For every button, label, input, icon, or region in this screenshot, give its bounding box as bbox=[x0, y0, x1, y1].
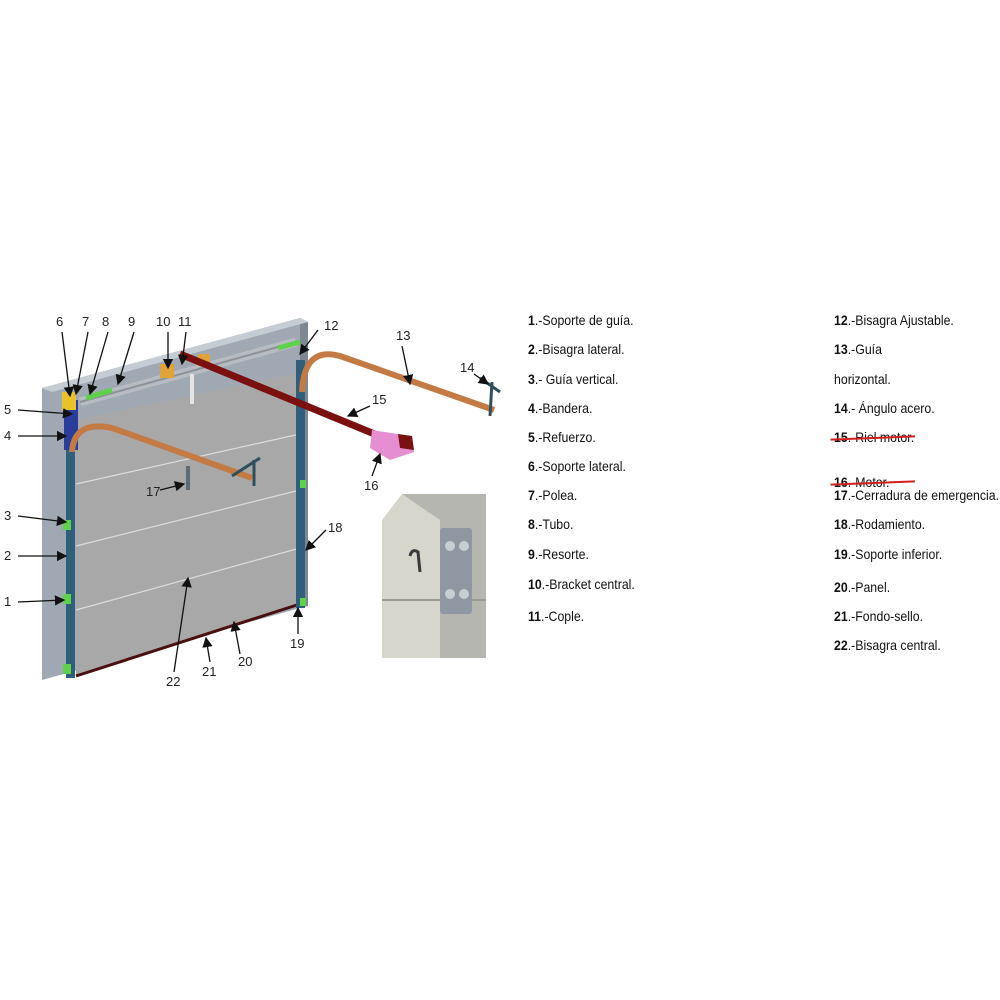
callout-1: 1 bbox=[4, 594, 11, 609]
legend-item-12: 12.-Bisagra Ajustable. bbox=[834, 312, 954, 328]
callout-7: 7 bbox=[82, 314, 89, 329]
legend-item-17: 17.-Cerradura de emergencia. bbox=[834, 487, 1000, 503]
legend-item-21: 21.-Fondo-sello. bbox=[834, 608, 924, 624]
callout-10: 10 bbox=[156, 314, 170, 329]
callout-3: 3 bbox=[4, 508, 11, 523]
callout-2: 2 bbox=[4, 548, 11, 563]
legend-item-6: 6.-Soporte lateral. bbox=[528, 458, 626, 474]
callout-19: 19 bbox=[290, 636, 304, 651]
legend-item-13-cont: horizontal. bbox=[834, 371, 891, 387]
legend-right: 12.-Bisagra Ajustable. 13.-Guía horizont… bbox=[0, 0, 1000, 653]
legend-item-13: 13.-Guía bbox=[834, 341, 882, 357]
legend-item-22: 22.-Bisagra central. bbox=[834, 637, 941, 653]
door-panel bbox=[75, 372, 301, 678]
legend-item-3: 3.- Guía vertical. bbox=[528, 371, 619, 387]
legend-item-7: 7.-Polea. bbox=[528, 487, 578, 503]
legend-item-5: 5.-Refuerzo. bbox=[528, 429, 596, 445]
legend-item-18: 18.-Rodamiento. bbox=[834, 516, 926, 532]
legend-item-15: 15.-Riel motor. bbox=[830, 429, 1000, 445]
legend-item-11: 11.-Cople. bbox=[528, 608, 585, 624]
legend-item-9: 9.-Resorte. bbox=[528, 546, 589, 562]
legend-item-14: 14.- Ángulo acero. bbox=[834, 400, 935, 416]
callout-11: 11 bbox=[178, 314, 192, 329]
callout-6: 6 bbox=[56, 314, 63, 329]
legend-item-20: 20.-Panel. bbox=[834, 579, 891, 595]
horizontal-tracks bbox=[69, 351, 501, 486]
emergency-lock bbox=[186, 374, 194, 490]
callout-17: 17 bbox=[146, 484, 160, 499]
callout-18: 18 bbox=[328, 520, 342, 535]
callout-15: 15 bbox=[372, 392, 386, 407]
hinge-detail-inset bbox=[382, 494, 486, 658]
legend-item-4: 4.-Bandera. bbox=[528, 400, 593, 416]
callout-12: 12 bbox=[324, 318, 338, 333]
callout-9: 9 bbox=[128, 314, 135, 329]
legend-item-10: 10.-Bracket central. bbox=[528, 576, 635, 592]
callout-21: 21 bbox=[202, 664, 216, 679]
legend-item-19: 19.-Soporte inferior. bbox=[834, 546, 943, 562]
callout-22: 22 bbox=[166, 674, 180, 689]
callout-arrows bbox=[17, 329, 490, 673]
callout-13: 13 bbox=[396, 328, 410, 343]
legend-item-1: 1.-Soporte de guía. bbox=[528, 312, 634, 328]
callout-14: 14 bbox=[460, 360, 474, 375]
callout-16: 16 bbox=[364, 478, 378, 493]
callout-20: 20 bbox=[238, 654, 252, 669]
callout-4: 4 bbox=[4, 428, 11, 443]
callout-8: 8 bbox=[102, 314, 109, 329]
motor-assembly bbox=[178, 350, 414, 460]
callout-5: 5 bbox=[4, 402, 11, 417]
legend-item-2: 2.-Bisagra lateral. bbox=[528, 341, 625, 357]
legend-item-16: 16.-Motor. bbox=[830, 474, 1000, 490]
legend-item-8: 8.-Tubo. bbox=[528, 516, 574, 532]
